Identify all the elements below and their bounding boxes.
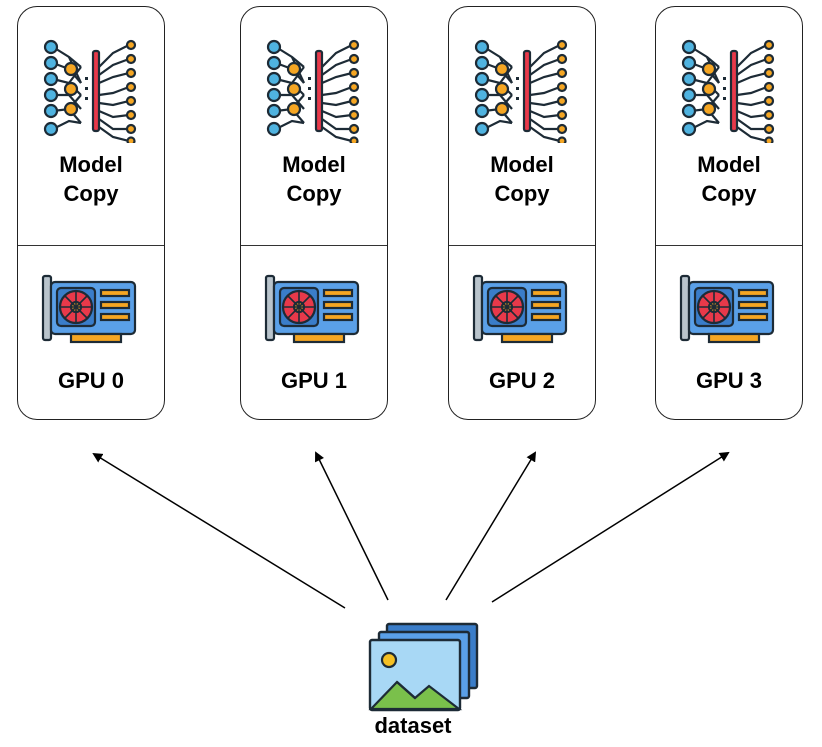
gpu-card-0: Model Copy GPU 0 — [17, 6, 165, 420]
card-divider — [18, 245, 164, 246]
gpu-label: GPU 1 — [280, 368, 348, 393]
model-copy-label: Model Copy — [490, 152, 554, 206]
card-divider — [241, 245, 387, 246]
model-copy-label: Model Copy — [697, 152, 761, 206]
image-stack-icon — [368, 622, 479, 712]
gpu-label: GPU 2 — [488, 368, 556, 393]
model-copy-label: Model Copy — [282, 152, 346, 206]
gpu-card-icon — [472, 274, 568, 344]
gpu-card-1: Model Copy GPU 1 — [240, 6, 388, 420]
gpu-card-3: Model Copy GPU 3 — [655, 6, 803, 420]
model-copy-label: Model Copy — [59, 152, 123, 206]
neural-network-icon — [266, 39, 360, 143]
gpu-card-2: Model Copy GPU 2 — [448, 6, 596, 420]
gpu-card-icon — [264, 274, 360, 344]
gpu-label: GPU 0 — [57, 368, 125, 393]
card-divider — [449, 245, 595, 246]
neural-network-icon — [474, 39, 568, 143]
neural-network-icon — [43, 39, 137, 143]
arrow-to-gpu-3 — [491, 451, 730, 603]
arrow-to-gpu-2 — [445, 451, 537, 601]
gpu-card-icon — [41, 274, 137, 344]
gpu-label: GPU 3 — [695, 368, 763, 393]
arrow-to-gpu-0 — [92, 452, 346, 609]
card-divider — [656, 245, 802, 246]
gpu-card-icon — [679, 274, 775, 344]
neural-network-icon — [681, 39, 775, 143]
arrow-to-gpu-1 — [315, 451, 389, 601]
dataset-label: dataset — [374, 713, 452, 738]
